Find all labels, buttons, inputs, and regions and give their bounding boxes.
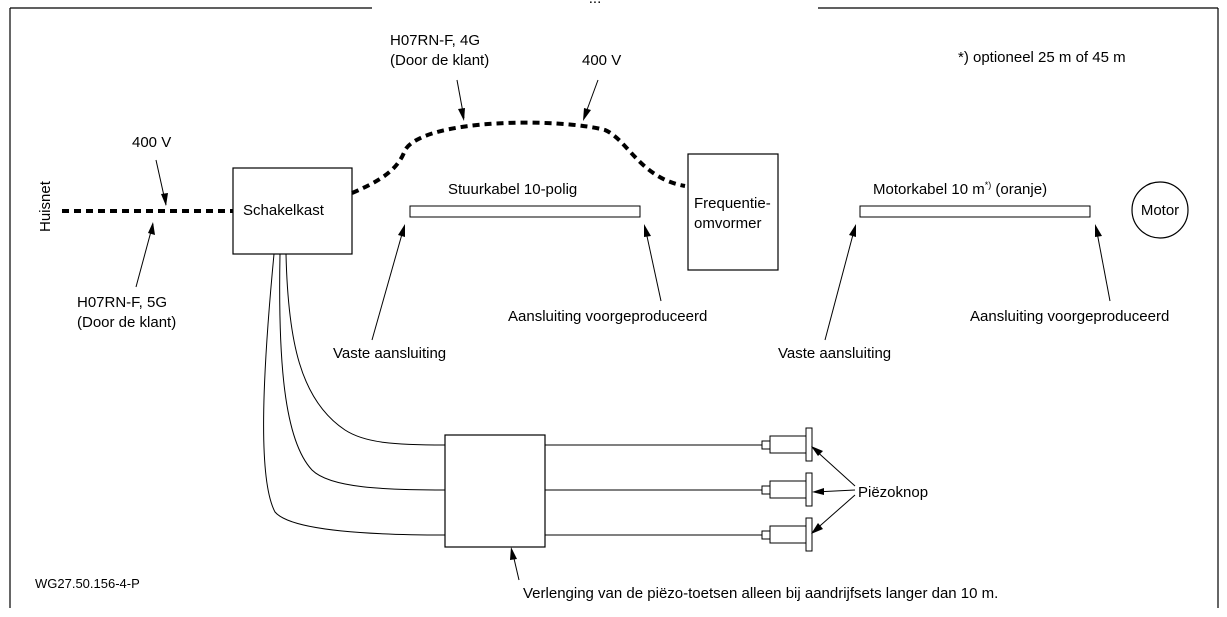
piezoknop-label: Piëzoknop [858, 484, 928, 501]
piezo-button-bottom [761, 517, 813, 552]
house-voltage-arrowhead [161, 193, 168, 206]
fu-cable-arrowhead [458, 108, 465, 121]
vaste-aansluiting-right-arrowhead [849, 224, 856, 237]
house-cable-arrow [135, 223, 154, 288]
piezo-wire-top [285, 253, 446, 446]
vaste-aansluiting-right-arrow [824, 226, 856, 341]
stuurkabel-label: Stuurkabel 10-polig [448, 181, 577, 198]
extension-box [444, 434, 546, 548]
motorkabel-prefix: Motorkabel 10 m [873, 181, 985, 198]
vaste-aansluiting-left-arrowhead [398, 224, 405, 237]
motor-label: Motor [1141, 202, 1179, 219]
piezo-arrowhead-bottom [811, 523, 823, 534]
fu-label-2: omvormer [694, 215, 762, 232]
fu-voltage-label: 400 V [582, 52, 621, 69]
motor-circle [1131, 181, 1189, 239]
piezo-button-top [761, 427, 813, 462]
schakelkast-label: Schakelkast [243, 202, 325, 219]
piezo-button-bottom-flange [805, 517, 813, 552]
piezo-button-middle [761, 472, 813, 507]
fu-voltage-arrowhead [583, 108, 591, 121]
fu-label-1: Frequentie- [694, 195, 771, 212]
aansluiting-right-arrowhead [1095, 224, 1102, 237]
piezo-button-top-flange [805, 427, 813, 462]
piezo-button-bottom-tip [761, 530, 771, 540]
house-voltage-label: 400 V [132, 134, 171, 151]
aansluiting-left-arrow [644, 226, 662, 302]
verlenging-arrowhead [510, 547, 517, 560]
piezo-button-top-body [769, 435, 807, 454]
vaste-aansluiting-left-arrow [371, 226, 405, 341]
stuurkabel-bar [409, 205, 641, 218]
piezo-button-bottom-body [769, 525, 807, 544]
fu-cable-label-2: (Door de klant) [390, 52, 489, 69]
piezo-arrowhead-top [811, 446, 823, 456]
piezo-button-top-tip [761, 440, 771, 450]
frequency-converter-box [687, 153, 779, 271]
footnote-text: *) optioneel 25 m of 45 m [958, 49, 1126, 66]
aansluiting-left-label: Aansluiting voorgeproduceerd [508, 308, 707, 325]
motorkabel-label: Motorkabel 10 m*) (oranje) [873, 180, 1047, 198]
verlenging-label: Verlenging van de piëzo-toetsen alleen b… [523, 585, 998, 602]
vaste-aansluiting-left-label: Vaste aansluiting [333, 345, 446, 362]
house-cable-label-1: H07RN-F, 5G [77, 294, 167, 311]
aansluiting-right-arrow [1095, 226, 1111, 302]
motorkabel-footnote-mark: *) [985, 180, 992, 190]
piezo-wire-bottom [263, 253, 446, 536]
aansluiting-right-label: Aansluiting voorgeproduceerd [970, 308, 1169, 325]
house-cable-label-2: (Door de klant) [77, 314, 176, 331]
piezo-button-middle-body [769, 480, 807, 499]
house-cable-arrowhead [148, 222, 155, 235]
top-title-fragment: ... [589, 0, 602, 7]
piezo-arrow-top [812, 447, 856, 487]
piezo-arrowhead-middle [812, 488, 824, 495]
piezo-button-middle-tip [761, 485, 771, 495]
fu-cable-label-1: H07RN-F, 4G [390, 32, 480, 49]
schakelkast-box [232, 167, 353, 255]
drawing-id: WG27.50.156-4-P [35, 576, 140, 591]
piezo-wire-middle [279, 253, 446, 491]
motorkabel-bar [859, 205, 1091, 218]
huisnet-label: Huisnet [37, 180, 54, 232]
fu-cable-dashed [351, 120, 686, 195]
aansluiting-left-arrowhead [644, 224, 651, 237]
motorkabel-suffix: (oranje) [991, 181, 1047, 198]
vaste-aansluiting-right-label: Vaste aansluiting [778, 345, 891, 362]
piezo-button-middle-flange [805, 472, 813, 507]
